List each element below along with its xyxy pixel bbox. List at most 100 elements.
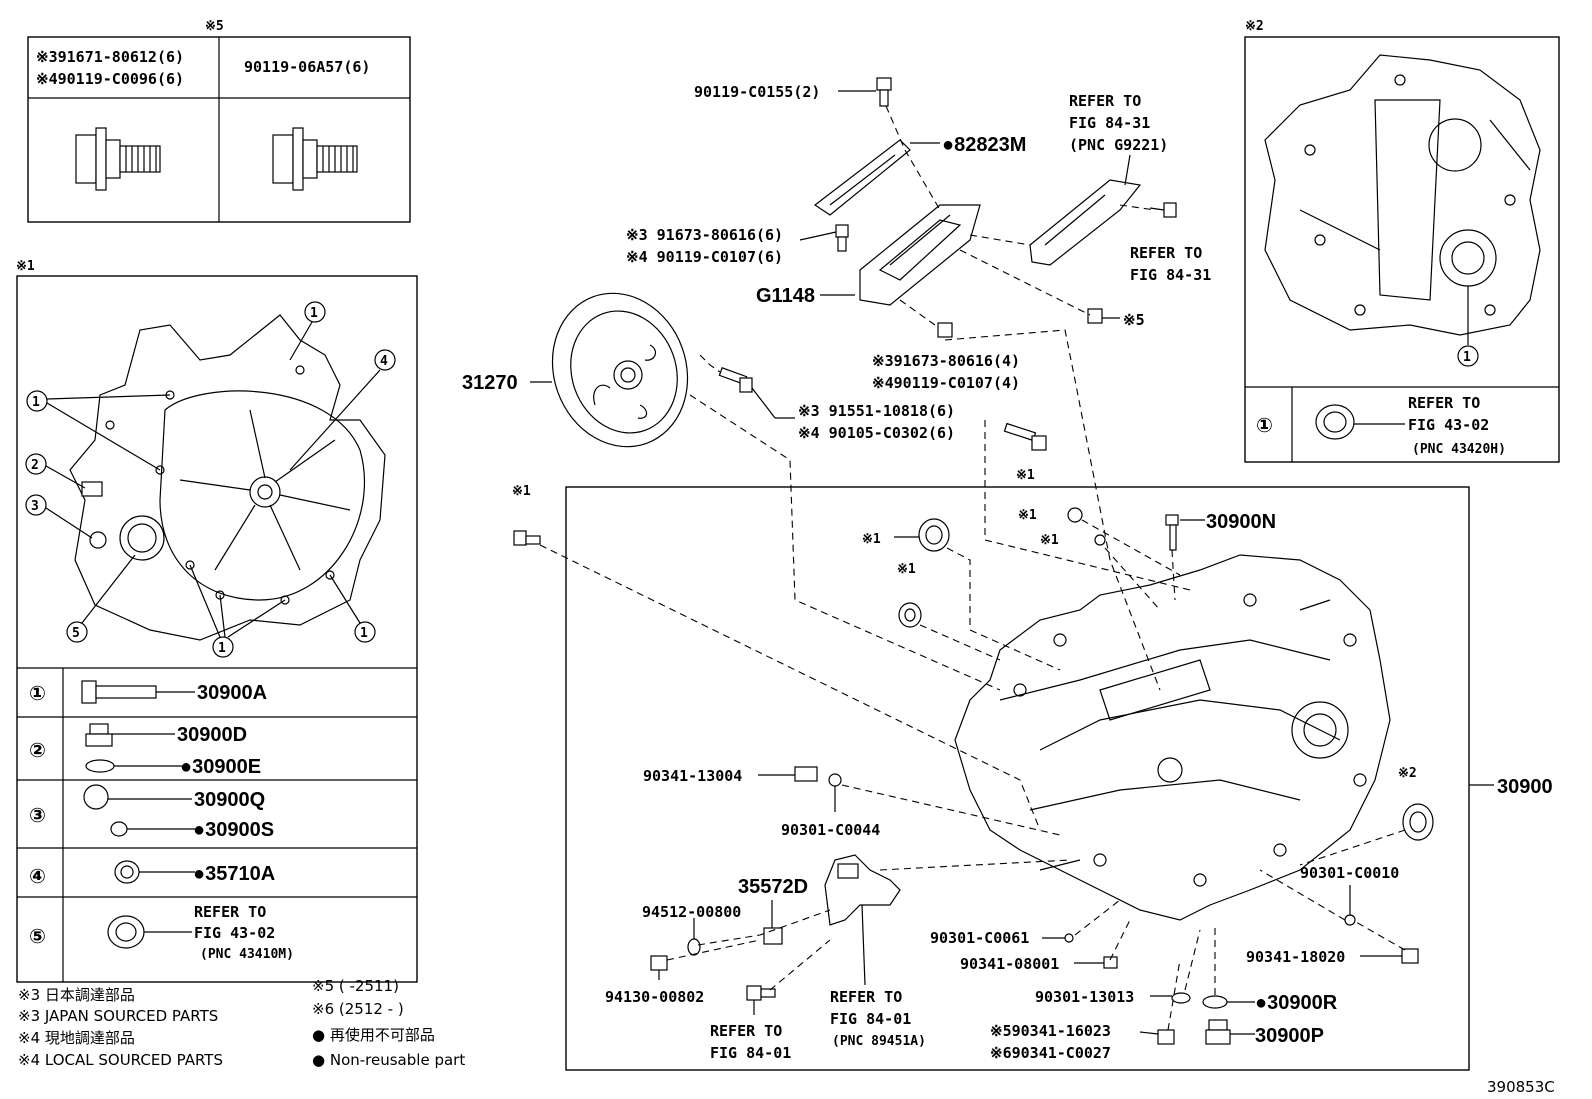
plug-icon	[794, 766, 818, 782]
box1-refer-line1: REFER TO	[194, 903, 266, 921]
clutch-damper-illustration	[551, 292, 689, 448]
plug-icon	[1401, 948, 1419, 964]
box2-num: ①	[1256, 415, 1273, 437]
refer-8431-line1: REFER TO	[1130, 244, 1202, 262]
o-ring-icon	[1064, 933, 1074, 943]
part-30900a: 30900A	[197, 682, 267, 704]
refer-8401a-line2: FIG 84-01	[710, 1044, 791, 1062]
o-ring-icon	[828, 773, 842, 787]
plug-icon	[1067, 507, 1083, 523]
part-30900n: 30900N	[1206, 511, 1276, 533]
legend: ※3 日本調達部品 ※3 JAPAN SOURCED PARTS ※4 現地調達…	[18, 977, 465, 1069]
housing-rear-box: ※2 1 ① REFER TO FIG 43-02 (PNC 43420H)	[1244, 19, 1560, 463]
box1-row3-num: ③	[29, 805, 46, 827]
mark5-label: ※5	[1123, 311, 1145, 329]
bolt-icon	[937, 322, 953, 338]
part-90301-c0010: 90301-C0010	[1300, 864, 1399, 882]
part-90341-08001: 90341-08001	[960, 955, 1059, 973]
plug-icon	[83, 784, 109, 810]
control-unit-g1148-illustration	[859, 204, 981, 306]
part-35710a: ●35710A	[193, 863, 275, 885]
part-94130: 94130-00802	[605, 988, 704, 1006]
bolt-icon	[81, 680, 157, 704]
o-ring-icon	[110, 821, 128, 837]
svg-text:4: 4	[380, 354, 388, 369]
box1-row1-num: ①	[29, 683, 46, 705]
legend-local-en: ※4 LOCAL SOURCED PARTS	[18, 1051, 223, 1069]
transaxle-assembly-illustration	[954, 554, 1391, 921]
svg-text:3: 3	[31, 499, 39, 514]
legend-japan-en: ※3 JAPAN SOURCED PARTS	[18, 1007, 218, 1025]
svg-text:5: 5	[72, 626, 80, 641]
part-g1148: G1148	[756, 285, 815, 307]
oil-seal-icon	[114, 860, 140, 884]
box1-refer-line3: (PNC 43410M)	[200, 947, 294, 962]
part-35572d: 35572D	[738, 876, 808, 898]
part-94512: 94512-00800	[642, 903, 741, 921]
part-91673-4: ※391673-80616(4)	[872, 352, 1020, 370]
gasket-icon	[1171, 992, 1191, 1004]
refer-8401b-line3: (PNC 89451A)	[832, 1034, 926, 1049]
drain-plug-icon	[85, 723, 113, 747]
mark2-label: ※2	[1398, 766, 1417, 781]
mark1-b: ※1	[512, 484, 531, 499]
bolt-icon	[1149, 202, 1177, 218]
box5-col1-line2: ※490119-C0096(6)	[36, 70, 184, 88]
part-90301-c0061: 90301-C0061	[930, 929, 1029, 947]
part-82823m: ●82823M	[942, 134, 1026, 156]
oil-seal-icon	[1315, 404, 1355, 440]
part-30900r: ●30900R	[1255, 992, 1338, 1014]
o-ring-icon	[1094, 534, 1106, 546]
part-90119-c0155: 90119-C0155(2)	[694, 83, 820, 101]
part-91551: ※3 91551-10818(6)	[798, 402, 955, 420]
box1-row5-num: ⑤	[29, 926, 46, 948]
part-90341-c0027: ※690341-C0027	[990, 1044, 1111, 1062]
box5-mark: ※5	[205, 19, 224, 34]
legend-non-reusable-jp: ● 再使用不可部品	[312, 1026, 435, 1044]
legend-mark5-range: ※5 ( -2511)	[312, 977, 399, 995]
part-30900: 30900	[1497, 776, 1553, 798]
callout-group: 1 4 1 2 3 5 1 1	[25, 301, 396, 658]
part-30900d: 30900D	[177, 724, 247, 746]
legend-local-jp: ※4 現地調達部品	[18, 1029, 135, 1047]
transaxle-housing-front-view	[69, 314, 386, 641]
part-30900p: 30900P	[1255, 1025, 1324, 1047]
legend-mark6-range: ※6 (2512 - )	[312, 1000, 404, 1018]
part-90341-13004: 90341-13004	[643, 767, 742, 785]
box1-row2-num: ②	[29, 740, 46, 762]
refer-8401b-line2: FIG 84-01	[830, 1010, 911, 1028]
legend-non-reusable-en: ● Non-reusable part	[312, 1051, 465, 1069]
mark1-f: ※1	[1040, 533, 1059, 548]
refer-8401a-line1: REFER TO	[710, 1022, 782, 1040]
svg-text:1: 1	[1463, 350, 1471, 365]
part-30900q: 30900Q	[194, 789, 265, 811]
box2-refer-line3: (PNC 43420H)	[1412, 442, 1506, 457]
oil-seal-icon	[1402, 803, 1434, 841]
mark1-a: ※1	[1016, 468, 1035, 483]
bolt-icon	[513, 530, 541, 546]
gasket-icon	[85, 759, 115, 773]
svg-text:1: 1	[32, 395, 40, 410]
box2-refer-line2: FIG 43-02	[1408, 416, 1489, 434]
part-31270: 31270	[462, 372, 518, 394]
bolt-icon	[718, 367, 753, 393]
box1-refer-line2: FIG 43-02	[194, 924, 275, 942]
box5-col1-line1: ※391671-80612(6)	[36, 48, 184, 66]
part-90301-13013: 90301-13013	[1035, 988, 1134, 1006]
o-ring-icon	[1344, 914, 1356, 926]
part-90341-18020: 90341-18020	[1246, 948, 1345, 966]
flange-bolt-icon	[75, 127, 161, 191]
plug-icon	[1157, 1029, 1175, 1045]
mark1-d: ※1	[897, 562, 916, 577]
assembly-leader-lines	[539, 105, 1406, 1031]
housing-detail-box: ※1 1 4 1 2 3	[16, 259, 418, 983]
refer-9221-line3: (PNC G9221)	[1069, 136, 1168, 154]
refer-8401b-line1: REFER TO	[830, 988, 902, 1006]
bolt-icon	[1003, 422, 1047, 451]
oil-seal-icon	[898, 602, 922, 628]
bolt-icon	[835, 224, 849, 252]
transaxle-housing-rear-view	[1264, 54, 1541, 336]
part-90341-16023: ※590341-16023	[990, 1022, 1111, 1040]
part-91673-6: ※3 91673-80616(6)	[626, 226, 783, 244]
